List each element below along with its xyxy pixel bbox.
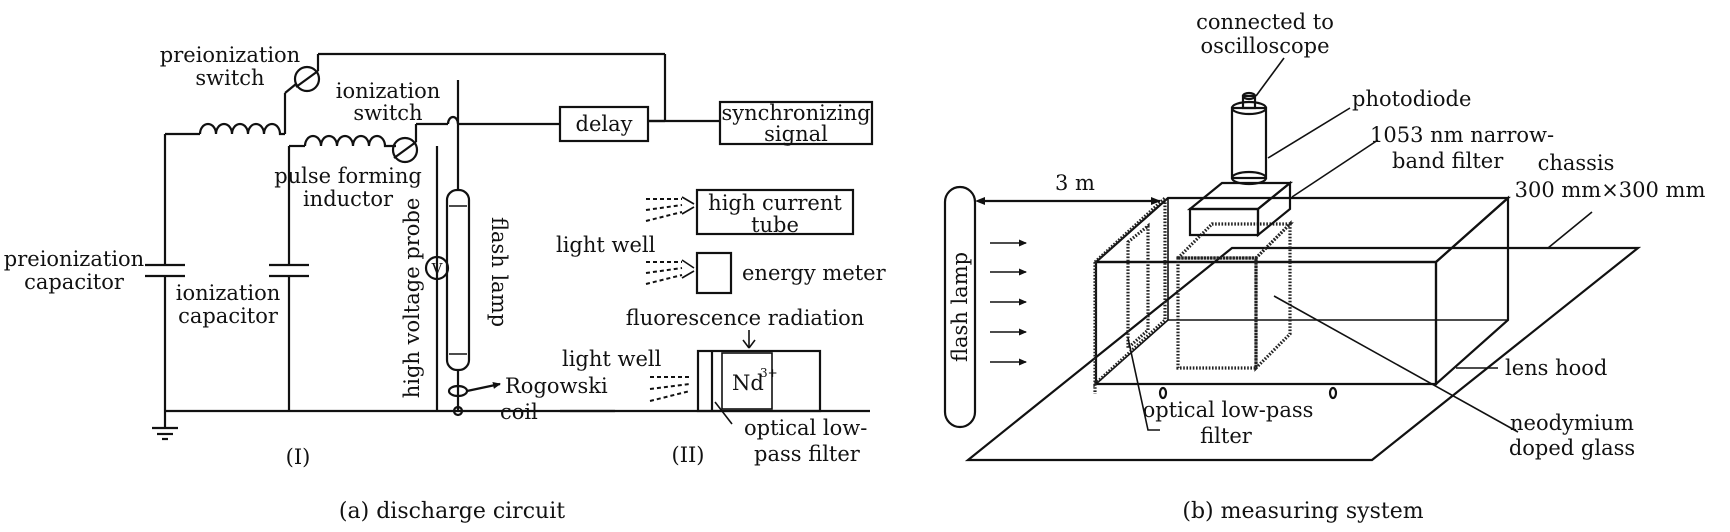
lamp-emission-arrows: [990, 239, 1027, 366]
nd-glass-sample: [721, 352, 773, 410]
distance-label: 3 m: [1055, 171, 1095, 195]
caption-b: (b) measuring system: [1182, 499, 1423, 524]
flash-lamp-label-b: flash lamp: [948, 252, 972, 362]
pulse-inductor-label-1: pulse forming: [274, 164, 422, 188]
base-plate: [964, 246, 1642, 462]
sync-label-1: synchronizing: [721, 101, 870, 125]
preionization-capacitor-label-2: capacitor: [24, 270, 125, 294]
light-rays-upper: [645, 196, 695, 222]
preionization-switch-label-1: preionization: [160, 43, 300, 67]
foot-left: [1158, 386, 1168, 400]
ground-icon: [152, 411, 178, 441]
pulse-forming-inductor-symbol: [303, 134, 396, 148]
fluorescence-detector-box: [696, 349, 822, 413]
lens-hood-label: lens hood: [1505, 356, 1607, 380]
ionization-switch-symbol: [391, 136, 419, 164]
preionization-switch-label-2: switch: [195, 66, 264, 90]
neodymium-glass-cube: [1174, 220, 1294, 372]
optical-filter-b-label-1: optical low-pass: [1143, 398, 1314, 422]
preionization-capacitor-symbol: [145, 132, 200, 411]
filter-label-1: 1053 nm narrow-: [1370, 123, 1554, 147]
nd-superscript: 3+: [760, 366, 778, 380]
neodymium-label-2: doped glass: [1509, 436, 1635, 460]
rogowski-label-2: coil: [500, 400, 538, 424]
sub-label-II: (II): [672, 443, 705, 467]
delay-box: [558, 105, 650, 143]
voltmeter-icon: V: [424, 255, 450, 281]
preionization-switch-symbol: [293, 65, 321, 93]
ionization-switch-label-1: ionization: [336, 79, 441, 103]
energy-meter-label: energy meter: [742, 261, 887, 285]
neodymium-label-1: neodymium: [1510, 411, 1634, 435]
filter-leader: [1291, 139, 1379, 198]
connected-label-1: connected to: [1196, 10, 1334, 34]
chassis-label-2: 300 mm×300 mm: [1515, 178, 1706, 202]
panel-discharge-circuit: V delay synchronizing signal preionizati…: [4, 43, 887, 524]
filter-label-2: band filter: [1392, 149, 1504, 173]
photodiode-label: photodiode: [1352, 87, 1471, 111]
flash-lamp-symbol: [445, 188, 471, 411]
high-current-label-2: tube: [751, 213, 799, 237]
lens-hood-frame: [1093, 194, 1167, 394]
rogowski-coil-symbol: [447, 382, 501, 417]
optical-filter-leader: [714, 401, 733, 425]
sync-label-2: signal: [764, 122, 828, 146]
photodiode-cylinder: [1230, 91, 1268, 186]
panel-measuring-system: flash lamp 3 m connected to oscilloscope…: [943, 10, 1706, 524]
chassis-box: [1093, 195, 1511, 387]
optical-filter-leader-b: [1127, 337, 1160, 431]
light-well-label-1: light well: [556, 233, 656, 257]
synchronizing-signal-box: [718, 100, 874, 146]
chassis-leader: [1547, 211, 1593, 249]
ionization-capacitor-label-2: capacitor: [178, 304, 279, 328]
light-rays-middle: [645, 259, 695, 285]
wire-crossover: [446, 115, 460, 125]
neodymium-leader: [1273, 295, 1519, 433]
light-well-label-2: light well: [562, 347, 662, 371]
connected-label-2: oscilloscope: [1200, 34, 1329, 58]
caption-a: (a) discharge circuit: [339, 499, 565, 524]
ionization-capacitor-label-1: ionization: [176, 281, 281, 305]
pulse-inductor-label-2: inductor: [303, 187, 394, 211]
photodiode-leader: [1267, 107, 1351, 159]
preionization-inductor-symbol: [198, 122, 285, 136]
ionization-switch-label-2: switch: [353, 101, 422, 125]
optical-filter-b-label-2: filter: [1200, 424, 1253, 448]
flash-lamp-tube: [943, 185, 977, 429]
ionization-capacitor-symbol: [269, 144, 309, 411]
chassis-label-1: chassis: [1538, 151, 1615, 175]
narrow-band-filter: [1186, 180, 1294, 238]
sub-label-I: (I): [286, 445, 311, 469]
energy-meter-box: [695, 251, 733, 295]
optical-filter-label-2: pass filter: [754, 442, 861, 466]
nd-label: Nd: [732, 371, 764, 395]
high-voltage-probe-label: high voltage probe: [400, 198, 424, 399]
high-current-tube-box: [695, 188, 855, 236]
high-current-label-1: high current: [708, 191, 842, 215]
delay-label: delay: [576, 112, 633, 136]
foot-right: [1328, 386, 1338, 400]
rogowski-label-1: Rogowski: [505, 374, 608, 398]
fluorescence-label: fluorescence radiation: [626, 306, 865, 330]
light-rays-lower: [649, 376, 691, 402]
preionization-capacitor-label-1: preionization: [4, 247, 144, 271]
svg-text:V: V: [431, 260, 444, 278]
flash-lamp-label: flash lamp: [487, 217, 511, 327]
oscilloscope-leader: [1255, 57, 1285, 97]
optical-filter-label-1: optical low-: [744, 416, 867, 440]
